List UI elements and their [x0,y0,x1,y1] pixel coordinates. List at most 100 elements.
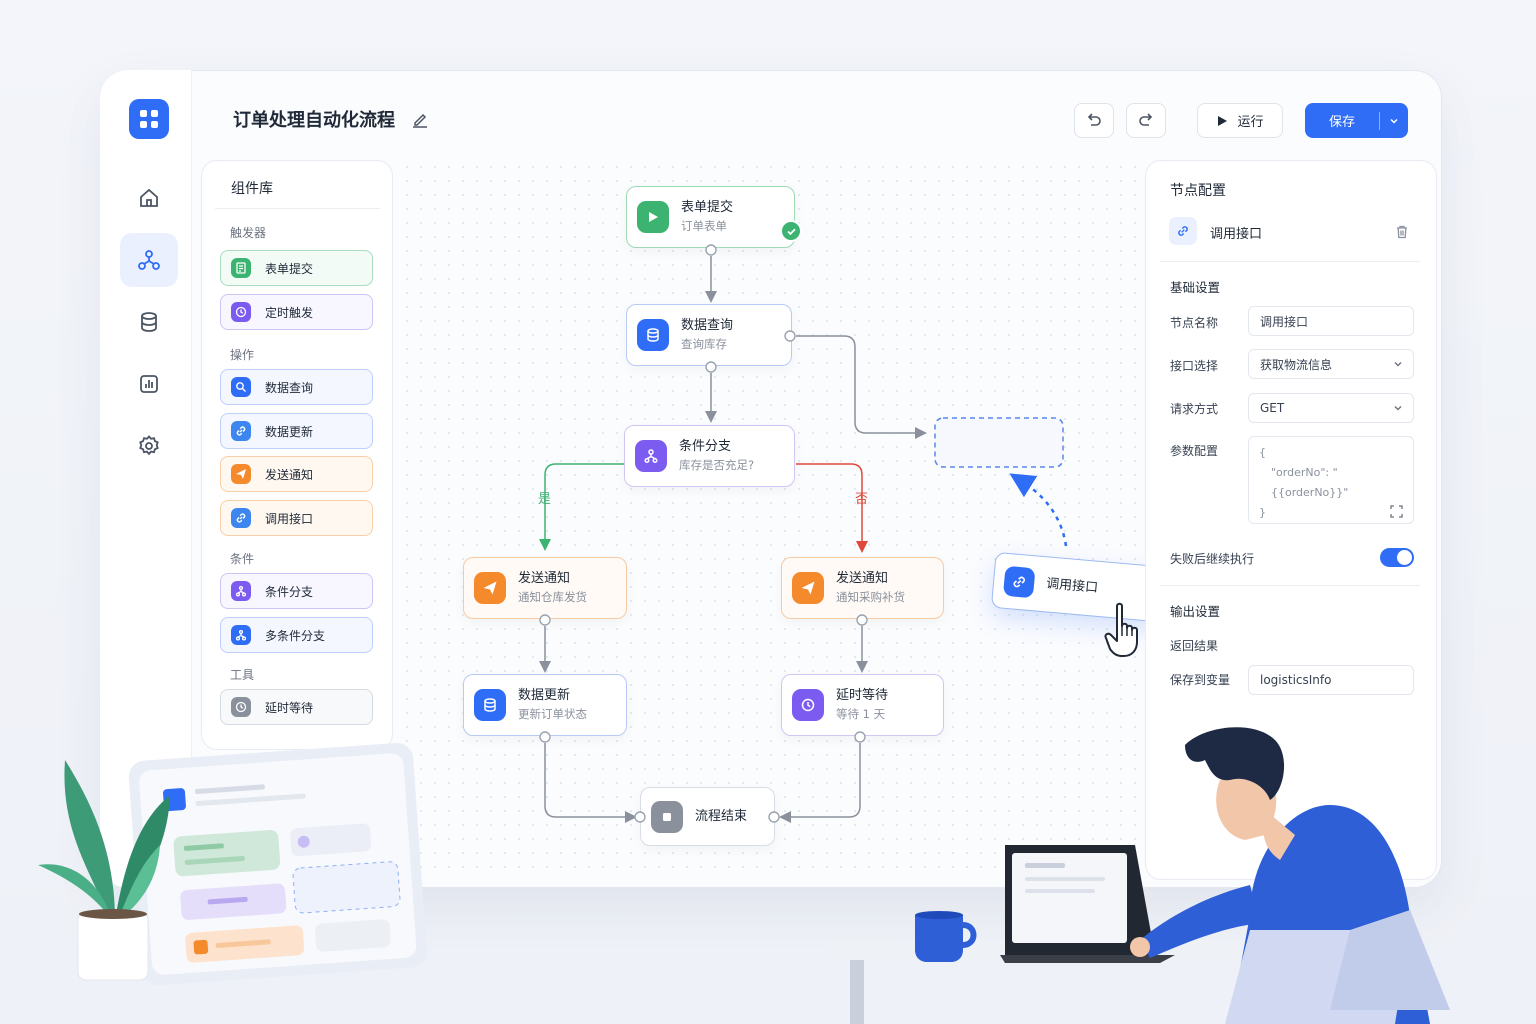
library-item-data-update[interactable]: 数据更新 [220,413,373,449]
library-item-label: 数据查询 [265,380,314,395]
api-select[interactable]: 获取物流信息 [1248,349,1414,379]
node-delay[interactable]: 延时等待等待 1 天 [781,674,944,736]
chevron-down-icon [1394,362,1402,367]
save-button[interactable]: 保存 [1305,103,1408,138]
library-item-call-api[interactable]: 调用接口 [220,500,373,536]
params-editor[interactable]: { "orderNo": "{{orderNo}}" } [1248,436,1414,524]
edit-title-icon[interactable] [410,110,430,134]
return-result-label: 返回结果 [1170,639,1219,653]
clock-icon [231,697,251,717]
library-item-label: 延时等待 [265,700,314,715]
section-tools: 工具 [230,668,255,682]
basic-settings-title: 基础设置 [1170,280,1221,295]
section-actions: 操作 [230,348,255,362]
database-nav-icon[interactable] [120,295,178,349]
form-icon [231,258,251,278]
node-name-input[interactable]: 调用接口 [1248,306,1414,336]
params-line: { [1259,446,1266,459]
node-title: 流程结束 [695,808,748,824]
yes-label: 是 [538,492,552,507]
node-data-query[interactable]: 数据查询查询库存 [626,304,792,366]
check-icon [780,220,802,242]
save-var-value: logisticsInfo [1260,673,1332,687]
library-item-data-query[interactable]: 数据查询 [220,369,373,405]
redo-button[interactable] [1126,103,1166,138]
library-item-label: 多条件分支 [265,628,326,643]
library-item-send-notify[interactable]: 发送通知 [220,456,373,492]
edge-no [796,463,868,553]
save-label: 保存 [1328,115,1355,130]
continue-on-fail-toggle[interactable] [1380,548,1414,567]
link-icon [231,508,251,528]
link-icon [231,421,251,441]
workflow-nav-icon[interactable] [120,233,178,287]
node-subtitle: 库存是否充足? [679,458,755,472]
edge-delay-to-end [779,743,861,823]
node-branch[interactable]: 条件分支库存是否充足? [624,425,795,487]
node-title: 条件分支 [679,439,732,454]
chevron-down-icon [1394,406,1402,411]
node-title: 数据更新 [518,688,571,703]
node-title: 表单提交 [681,200,734,215]
node-subtitle: 通知仓库发货 [518,590,587,604]
node-subtitle: 订单表单 [681,219,727,233]
node-notify-purchase[interactable]: 发送通知通知采购补货 [781,557,944,619]
section-triggers: 触发器 [230,226,267,240]
library-item-label: 条件分支 [265,584,314,599]
undo-button[interactable] [1074,103,1114,138]
node-end[interactable]: 流程结束 [640,787,775,846]
node-subtitle: 等待 1 天 [836,707,886,721]
node-form-submit[interactable]: 表单提交订单表单 [626,186,795,248]
stop-icon [651,800,683,833]
run-button[interactable]: 运行 [1197,103,1283,138]
library-item-multi-branch[interactable]: 多条件分支 [220,617,373,653]
run-label: 运行 [1237,115,1264,130]
edge-update-to-end [544,743,637,823]
field-label-node-name: 节点名称 [1170,316,1219,330]
config-node-name: 调用接口 [1210,227,1263,242]
output-settings-title: 输出设置 [1170,604,1221,619]
config-title: 节点配置 [1170,183,1226,199]
node-title: 延时等待 [836,688,889,703]
library-item-form-submit[interactable]: 表单提交 [220,250,373,286]
send-icon [231,464,251,484]
link-icon [1169,217,1197,245]
branch-icon [231,625,251,645]
node-title: 发送通知 [518,571,571,586]
library-title: 组件库 [231,181,273,197]
method-select[interactable]: GET [1248,393,1414,423]
app-logo-icon[interactable] [129,99,169,139]
search-icon [231,377,251,397]
play-icon [637,201,669,233]
trash-icon[interactable] [1394,224,1410,244]
node-title: 数据查询 [681,318,734,333]
node-subtitle: 更新订单状态 [518,707,587,721]
send-icon [792,572,824,604]
page-title: 订单处理自动化流程 [233,110,395,131]
library-item-timer[interactable]: 定时触发 [220,294,373,330]
dragging-node-call-api[interactable]: 调用接口 [990,551,1163,623]
hand-cursor-icon [1104,602,1138,657]
database-icon [637,319,669,351]
library-item-delay[interactable]: 延时等待 [220,689,373,725]
params-label: 参数配置 [1170,444,1219,458]
chart-nav-icon[interactable] [120,357,178,411]
api-select-value: 获取物流信息 [1260,357,1333,372]
expand-icon[interactable] [1390,503,1403,522]
save-var-input[interactable]: logisticsInfo [1248,665,1414,695]
home-nav-icon[interactable] [120,171,178,225]
library-item-branch[interactable]: 条件分支 [220,573,373,609]
branch-icon [635,440,667,472]
library-item-label: 表单提交 [265,261,314,276]
settings-nav-icon[interactable] [120,419,178,473]
field-label-api: 接口选择 [1170,359,1219,373]
edge-query-to-placeholder [796,335,927,439]
node-data-update[interactable]: 数据更新更新订单状态 [463,674,627,736]
node-notify-warehouse[interactable]: 发送通知通知仓库发货 [463,557,627,619]
send-icon [474,572,506,604]
save-dropdown-icon[interactable] [1380,116,1408,126]
flow-canvas[interactable] [400,160,1140,880]
branch-icon [231,581,251,601]
method-select-value: GET [1260,401,1285,415]
